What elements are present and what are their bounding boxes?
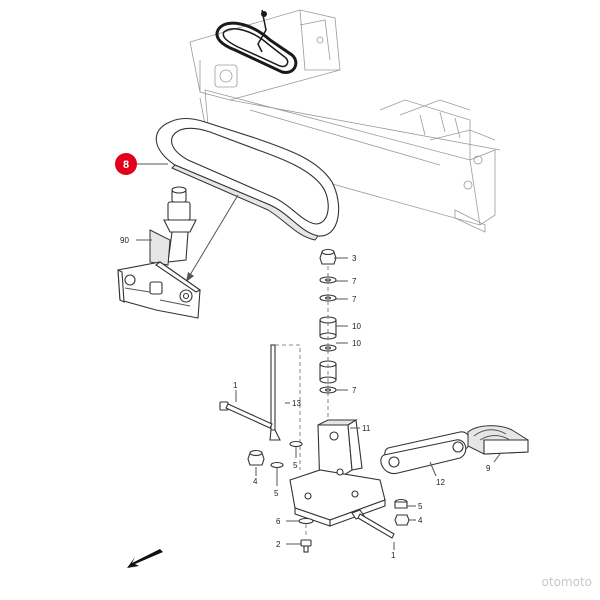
machine-frame — [189, 9, 501, 233]
callout-4b: 4 — [418, 516, 423, 525]
callout-6: 6 — [276, 517, 281, 526]
washer-5b[interactable] — [270, 461, 284, 469]
long-rod[interactable] — [269, 344, 281, 441]
drive-belt[interactable] — [155, 118, 340, 241]
callout-4a: 4 — [253, 477, 258, 486]
callout-7b: 7 — [352, 295, 357, 304]
washer-5c[interactable] — [394, 498, 408, 509]
direction-arrow-icon — [127, 549, 163, 568]
callout-7c: 7 — [352, 386, 357, 395]
nut-4b[interactable] — [394, 514, 410, 526]
bolt-1a[interactable] — [219, 401, 273, 429]
callout-1a: 1 — [233, 381, 238, 390]
callout-10b: 10 — [352, 339, 361, 348]
callout-11: 11 — [362, 424, 371, 433]
belt-tensioner-assembly[interactable] — [117, 186, 202, 319]
callout-12: 12 — [436, 478, 445, 487]
callout-9: 9 — [486, 464, 491, 473]
bolt-2[interactable] — [300, 539, 312, 553]
bolt-1b[interactable] — [351, 509, 395, 539]
callout-90: 90 — [120, 236, 129, 245]
callout-10a: 10 — [352, 322, 361, 331]
callout-5c: 5 — [418, 502, 423, 511]
badge-8[interactable]: 8 — [115, 153, 137, 175]
svg-text:8: 8 — [123, 159, 129, 171]
callout-5b: 5 — [274, 489, 279, 498]
callout-1b: 1 — [391, 551, 396, 560]
washer-5a[interactable] — [289, 440, 303, 448]
rubber-block[interactable] — [467, 425, 529, 455]
watermark: otomoto — [542, 575, 592, 589]
belt-on-machine — [215, 9, 298, 74]
callout-13: 13 — [292, 399, 301, 408]
link-plate[interactable] — [380, 431, 471, 475]
callout-5a: 5 — [293, 461, 298, 470]
callout-3: 3 — [352, 254, 357, 263]
callout-7a: 7 — [352, 277, 357, 286]
callout-2: 2 — [276, 540, 281, 549]
washer-6[interactable] — [298, 517, 314, 525]
nut-4a[interactable] — [247, 449, 265, 466]
mounting-bracket[interactable] — [289, 419, 386, 527]
